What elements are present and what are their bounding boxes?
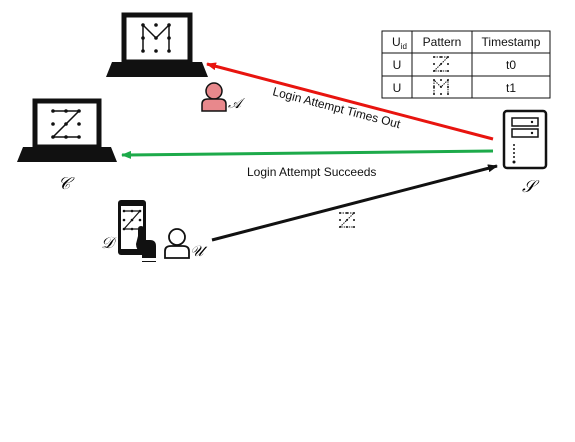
table-cell-uid: U bbox=[393, 81, 402, 95]
user-label: 𝒰 bbox=[190, 242, 208, 260]
m-pattern-icon bbox=[141, 23, 171, 53]
z-pattern-icon bbox=[432, 56, 450, 72]
table-cell-uid: U bbox=[393, 58, 402, 72]
table-header-pattern: Pattern bbox=[423, 35, 462, 49]
table-header-uid: Uid bbox=[392, 35, 407, 51]
table-cell-timestamp: t1 bbox=[506, 81, 516, 95]
z-pattern-icon bbox=[338, 212, 356, 228]
z-pattern-icon bbox=[51, 109, 81, 139]
attacker-label: 𝒜 bbox=[228, 96, 245, 112]
table-cell-timestamp: t0 bbox=[506, 58, 516, 72]
success-arrow-label: Login Attempt Succeeds bbox=[247, 165, 376, 179]
device-label: 𝒟 bbox=[101, 233, 117, 252]
client-laptop-icon bbox=[17, 98, 117, 162]
user-login-arrow bbox=[211, 164, 498, 242]
table-header-timestamp: Timestamp bbox=[482, 35, 541, 49]
m-pattern-icon bbox=[433, 78, 449, 95]
success-arrow bbox=[121, 149, 494, 159]
client-label: 𝒞 bbox=[58, 174, 75, 194]
phone-device-icon bbox=[118, 200, 156, 262]
attacker-laptop-icon bbox=[106, 12, 208, 77]
server-label: 𝒮 bbox=[522, 177, 540, 197]
attacker-person-icon bbox=[201, 82, 227, 112]
user-person-icon bbox=[164, 228, 190, 259]
attacker-timeout-arrow bbox=[206, 62, 494, 141]
server-icon bbox=[502, 109, 548, 170]
pattern-table: Uid Pattern Timestamp U t0 U t1 bbox=[381, 30, 551, 99]
